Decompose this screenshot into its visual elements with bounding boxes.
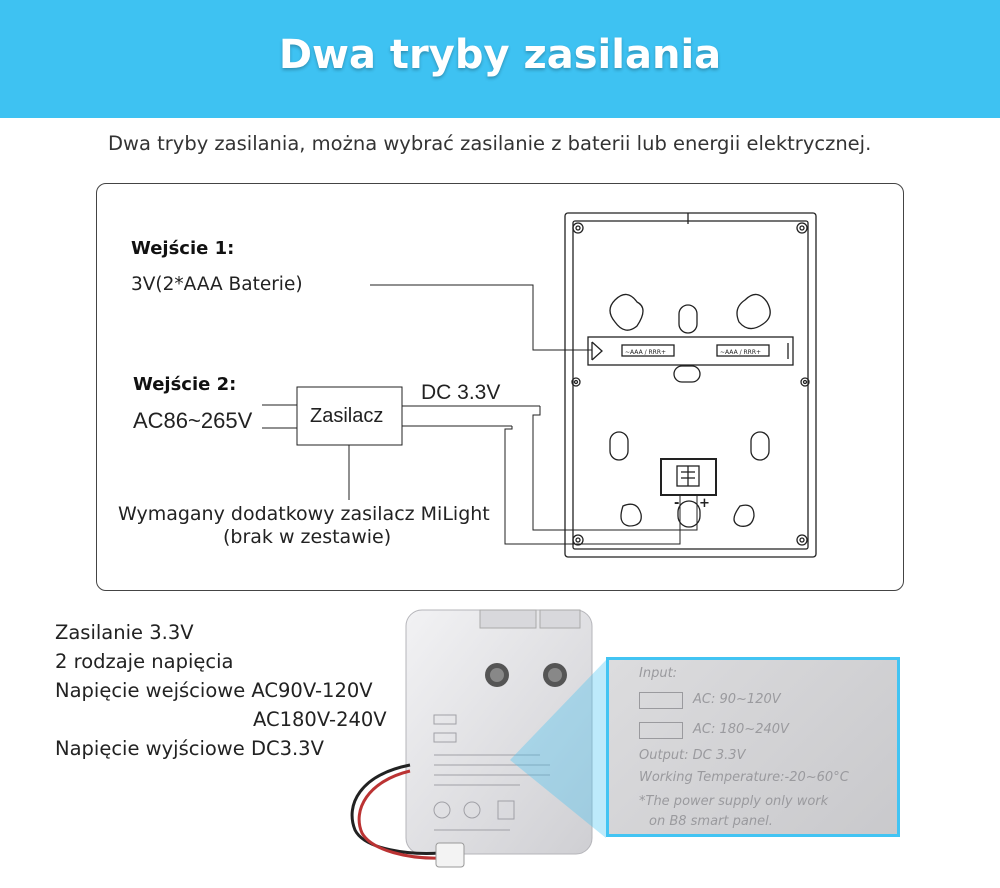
spec-line: Napięcie wyjściowe DC3.3V <box>55 737 324 760</box>
jst-connector <box>435 842 465 868</box>
specs-list: Zasilanie 3.3V 2 rodzaje napięcia Napięc… <box>55 618 387 763</box>
checkbox-ac1 <box>639 692 683 709</box>
title-banner: Dwa tryby zasilania <box>0 0 1000 118</box>
socket-minus: - <box>674 496 679 511</box>
battery-2 <box>716 344 770 357</box>
dc-label: DC 3.3V <box>421 381 501 404</box>
note-line1: Wymagany dodatkowy zasilacz MiLight <box>118 503 490 525</box>
closeup-note2: on B8 smart panel. <box>649 814 773 829</box>
wires <box>262 284 698 545</box>
spec-line: 2 rodzaje napięcia <box>55 650 234 673</box>
closeup-output: Output: DC 3.3V <box>639 748 746 763</box>
subtitle: Dwa tryby zasilania, można wybrać zasila… <box>108 132 872 155</box>
battery-2-label: ~AAA / RRR+ <box>720 349 761 356</box>
battery-1-label: ~AAA / RRR+ <box>625 349 666 356</box>
closeup-note1: *The power supply only work <box>639 794 829 809</box>
input2-title: Wejście 2: <box>133 374 237 395</box>
input1-title: Wejście 1: <box>131 238 235 259</box>
spec-line: Zasilanie 3.3V <box>55 621 194 644</box>
battery-wire <box>370 284 592 351</box>
closeup-input: Input: <box>639 666 678 681</box>
label-closeup: Input: AC: 90~120V AC: 180~240V Output: … <box>606 657 900 837</box>
note-line2: (brak w zestawie) <box>223 526 392 548</box>
battery-compartment <box>587 336 794 366</box>
cable-black <box>350 763 441 855</box>
checkbox-ac2 <box>639 722 683 739</box>
closeup-ac1: AC: 90~120V <box>693 692 781 707</box>
closeup-temp: Working Temperature:-20~60°C <box>639 770 849 785</box>
socket-plus: + <box>699 496 710 511</box>
panel-inner <box>572 220 809 550</box>
wiring-diagram-frame <box>96 183 904 591</box>
spec-line: AC180V-240V <box>253 708 387 731</box>
dc-wire-plus <box>532 406 698 531</box>
dc-socket <box>660 458 717 496</box>
battery-1 <box>621 344 675 357</box>
zoom-callout <box>510 660 606 838</box>
spec-line: Napięcie wejściowe AC90V-120V <box>55 679 373 702</box>
input2-value: AC86~265V <box>133 408 253 433</box>
input1-value: 3V(2*AAA Baterie) <box>131 274 303 295</box>
dc-wire-minus <box>504 426 681 545</box>
page-title: Dwa tryby zasilania <box>278 32 722 78</box>
panel-outer <box>564 212 817 558</box>
psu-label: Zasilacz <box>310 405 384 427</box>
power-supply-illustration <box>350 609 593 868</box>
closeup-ac2: AC: 180~240V <box>693 722 789 737</box>
cable-red <box>357 769 441 860</box>
panel-back-illustration <box>564 212 817 558</box>
